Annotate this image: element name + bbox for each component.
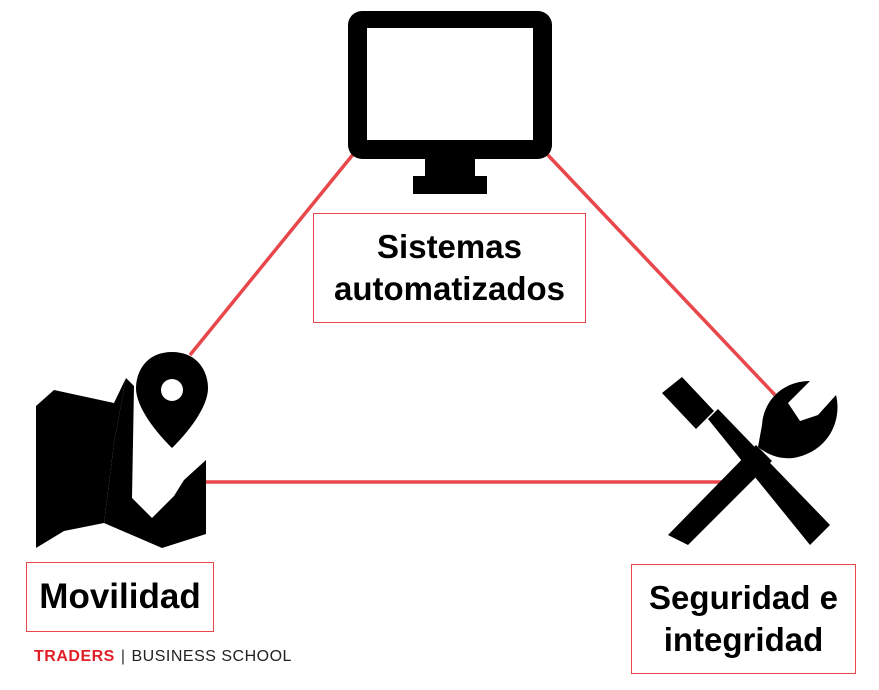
connector-top-left (188, 150, 357, 357)
node-label-line: Seguridad e (649, 579, 838, 616)
connector-top-right (543, 150, 777, 397)
node-label-seguridad-integridad: Seguridad e integridad (631, 564, 856, 674)
map-pin-icon (36, 352, 208, 548)
node-label-line: automatizados (333, 270, 566, 307)
footer-logo: TRADERS | BUSINESS SCHOOL (34, 648, 292, 666)
footer-school: BUSINESS SCHOOL (131, 648, 292, 665)
node-label-movilidad: Movilidad (26, 562, 214, 632)
footer-separator: | (120, 648, 126, 665)
monitor-icon (348, 11, 552, 194)
node-label-line: integridad (663, 621, 824, 658)
tools-icon (662, 377, 838, 545)
node-label-line: Sistemas (377, 228, 522, 265)
node-label-line: Movilidad (39, 577, 201, 616)
node-label-sistemas-automatizados: Sistemas automatizados (313, 213, 586, 323)
footer-brand: TRADERS (34, 648, 115, 665)
